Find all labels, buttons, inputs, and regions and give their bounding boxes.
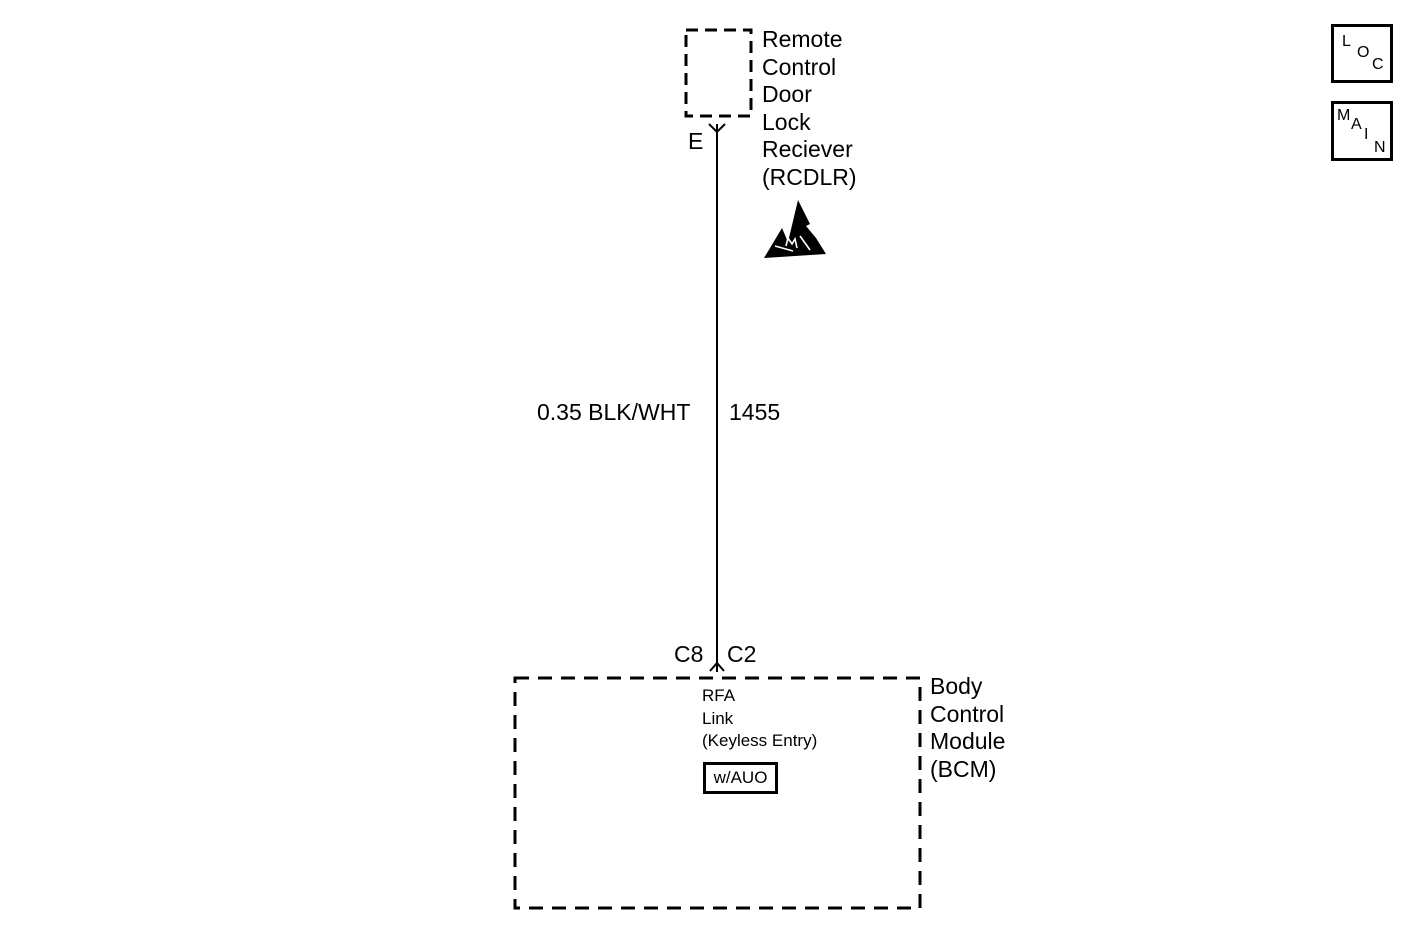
rcdlr-label-line: Control — [762, 53, 837, 80]
loc-letter: L — [1342, 33, 1351, 50]
bcm-function-line: RFA — [702, 686, 736, 705]
rcdlr-label-line: (RCDLR) — [762, 163, 857, 190]
rcdlr-outline — [684, 28, 753, 118]
wire-gauge-color-label: 0.35 BLK/WHT — [537, 399, 691, 425]
bcm-function-line: Link — [702, 708, 734, 728]
bcm-pin-label: C8 — [674, 641, 704, 667]
loc-letter: C — [1372, 56, 1384, 73]
wire-circuit-number: 1455 — [729, 399, 781, 425]
bcm-function-line: (Keyless Entry) — [702, 731, 818, 750]
rcdlr-label-line: Door — [762, 81, 812, 107]
bcm-label-line: Control — [930, 700, 1005, 727]
bcm-label: Body Control Module (BCM) — [930, 673, 1005, 783]
esd-warning-icon — [764, 200, 826, 258]
main-letter: N — [1374, 139, 1386, 156]
bcm-label-line: Module — [930, 728, 1006, 754]
main-button[interactable]: M A I N — [1331, 101, 1393, 161]
loc-button[interactable]: L O C — [1331, 24, 1393, 83]
bcm-outline — [513, 676, 922, 910]
bcm-label-line: (BCM) — [930, 755, 997, 782]
rcdlr-label-line: Lock — [762, 108, 811, 135]
rcdlr-label-line: Reciever — [762, 136, 853, 162]
main-letter: M — [1337, 107, 1351, 124]
bcm-function-label: RFA Link (Keyless Entry) — [702, 685, 817, 753]
bcm-label-line: Body — [930, 673, 983, 699]
rcdlr-label-line: Remote — [762, 26, 843, 52]
rcdlr-label: Remote Control Door Lock Reciever (RCDLR… — [762, 26, 857, 191]
rcdlr-pin-label: E — [688, 128, 704, 154]
main-letter: A — [1351, 116, 1362, 133]
option-badge: w/AUO — [703, 762, 778, 794]
main-letter: I — [1364, 126, 1369, 143]
bcm-connector-symbol — [709, 661, 725, 672]
loc-letter: O — [1357, 44, 1370, 61]
bcm-connector-label: C2 — [727, 641, 757, 667]
